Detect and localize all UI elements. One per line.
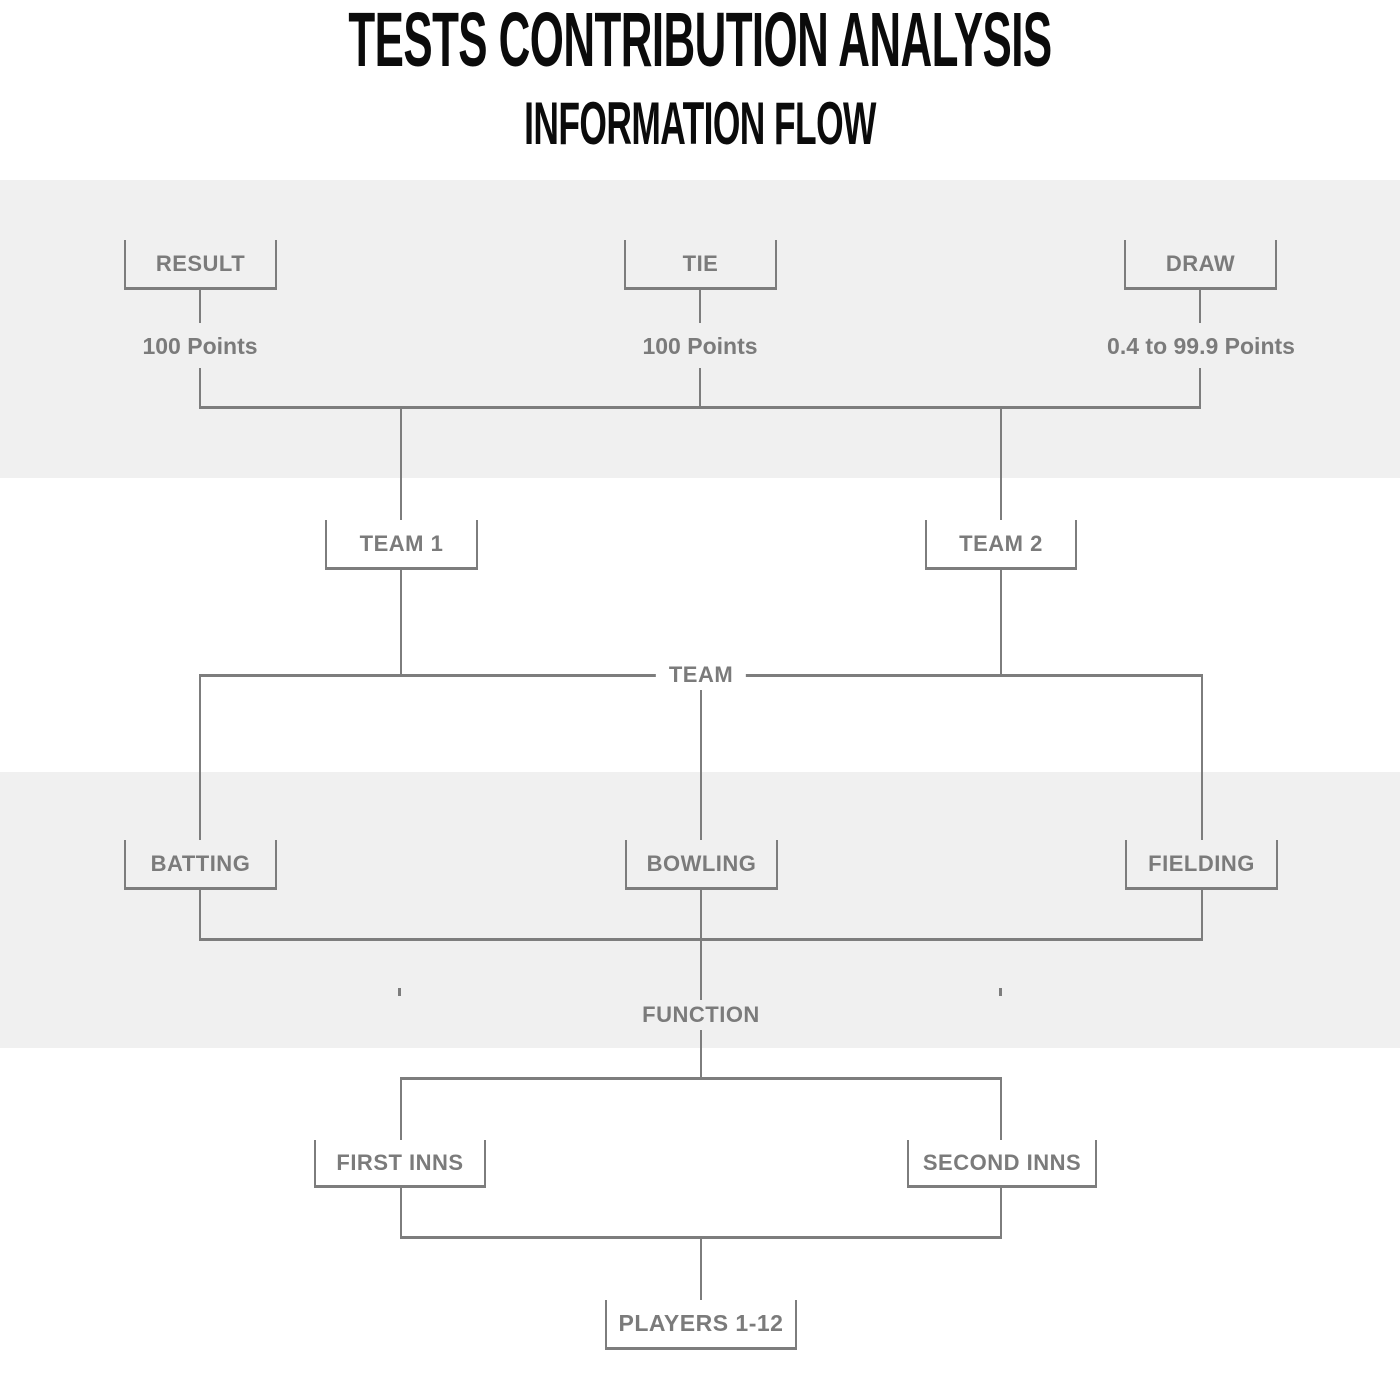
connector-draw-down-1 <box>1199 290 1201 323</box>
page-title: TESTS CONTRIBUTION ANALYSIS <box>348 0 1052 83</box>
connector-to-team2 <box>1000 409 1002 520</box>
tick-mark-right <box>999 988 1002 996</box>
connector-batting-down <box>199 890 201 940</box>
connector-function-join <box>199 938 1203 941</box>
connector-to-first-inns <box>400 1080 402 1140</box>
node-players: PLAYERS 1-12 <box>605 1300 797 1350</box>
connector-second-inns-down <box>1000 1188 1002 1238</box>
connector-draw-down-2 <box>1199 368 1201 408</box>
connector-tie-down-2 <box>699 368 701 408</box>
connector-tie-down-1 <box>699 290 701 323</box>
connector-to-bowling <box>700 677 702 840</box>
connector-to-team1 <box>400 409 402 520</box>
label-function-join: FUNCTION <box>629 1000 773 1030</box>
node-fielding: FIELDING <box>1125 840 1278 890</box>
connector-outcomes-join <box>199 406 1201 409</box>
node-team1: TEAM 1 <box>325 520 478 570</box>
node-bowling: BOWLING <box>625 840 778 890</box>
connector-innings-join <box>400 1236 1002 1239</box>
label-team-join: TEAM <box>655 660 747 690</box>
node-second-inns: SECOND INNS <box>907 1140 1097 1188</box>
caption-result-points: 100 Points <box>142 333 258 359</box>
node-batting: BATTING <box>124 840 277 890</box>
node-first-inns: FIRST INNS <box>314 1140 486 1188</box>
connector-team2-down <box>1000 570 1002 675</box>
node-draw: DRAW <box>1124 240 1277 290</box>
page-subtitle: INFORMATION FLOW <box>524 90 876 157</box>
connector-to-players <box>700 1239 702 1300</box>
caption-tie-points: 100 Points <box>642 333 758 359</box>
connector-fielding-down <box>1201 890 1203 940</box>
connector-bowling-down <box>700 890 702 940</box>
tick-mark-left <box>398 988 401 996</box>
caption-draw-points: 0.4 to 99.9 Points <box>1107 333 1295 359</box>
connector-first-inns-down <box>400 1188 402 1238</box>
connector-to-fielding <box>1201 677 1203 840</box>
connector-to-batting <box>199 677 201 840</box>
node-team2: TEAM 2 <box>925 520 1077 570</box>
connector-result-down-1 <box>199 290 201 323</box>
connector-to-second-inns <box>1000 1080 1002 1140</box>
connector-result-down-2 <box>199 368 201 408</box>
connector-team1-down <box>400 570 402 675</box>
connector-innings-split <box>400 1077 1002 1080</box>
node-result: RESULT <box>124 240 277 290</box>
background-band-top <box>0 180 1400 478</box>
node-tie: TIE <box>624 240 777 290</box>
